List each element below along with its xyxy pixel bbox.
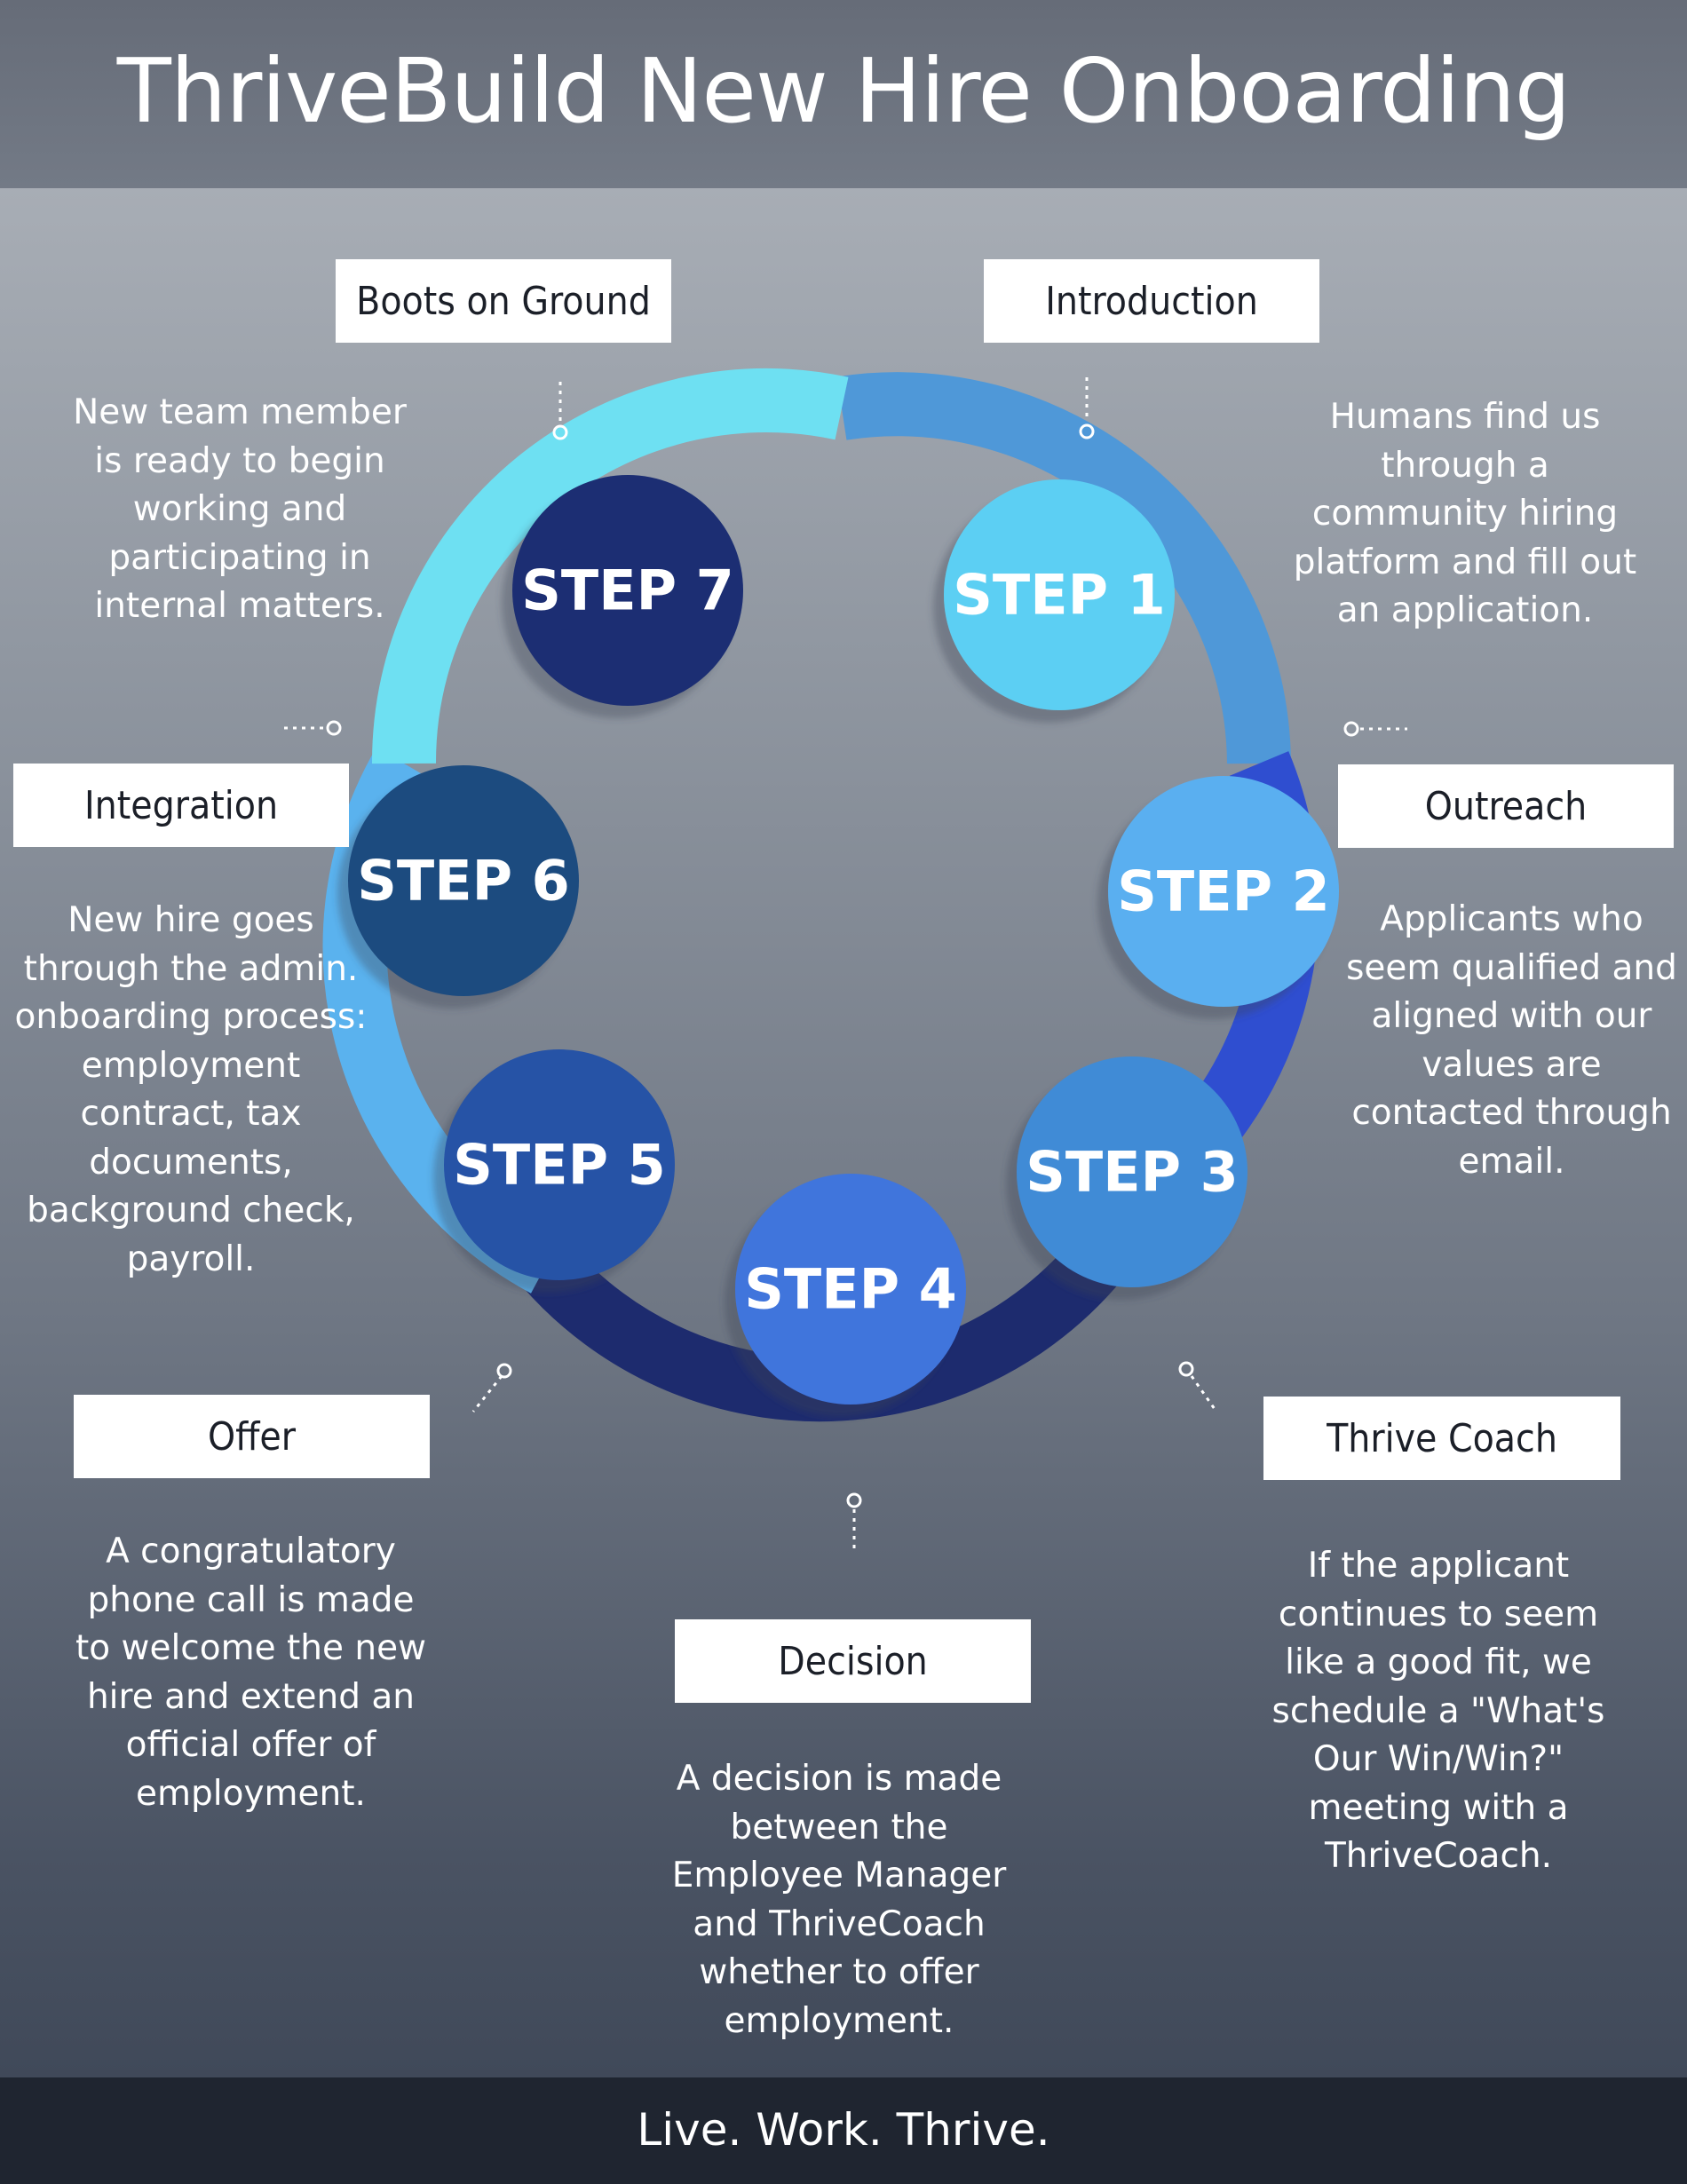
step-5-circle-label: STEP 5 [453, 1133, 665, 1198]
step-7-circle-label: STEP 7 [521, 558, 733, 623]
connector-dot [326, 720, 342, 736]
connector-dot [846, 1492, 862, 1508]
step-2-title: Outreach [1338, 764, 1674, 848]
step-7-title: Boots on Ground [336, 259, 671, 343]
step-2-circle-label: STEP 2 [1117, 859, 1329, 924]
footer-tagline: Live. Work. Thrive. [637, 2104, 1050, 2156]
step-4-title: Decision [675, 1619, 1031, 1703]
ring-segment-5 [371, 368, 849, 764]
step-1-circle-label: STEP 1 [953, 563, 1165, 628]
step-2-description: Applicants who seem qualified and aligne… [1346, 899, 1677, 1182]
connector-dot [1079, 423, 1095, 439]
step-1-description: Humans find us through a community hirin… [1293, 397, 1637, 630]
step-6-circle [348, 765, 579, 996]
step-3-circle [1017, 1056, 1247, 1287]
step-4-circle [735, 1174, 966, 1405]
step-4-circle-label: STEP 4 [744, 1257, 956, 1322]
header-bar [0, 0, 1687, 188]
ring-segment-1 [836, 372, 1291, 764]
connector-dot [1343, 721, 1359, 737]
step-7-description: New team member is ready to begin workin… [73, 392, 407, 626]
step-5-circle [444, 1049, 675, 1280]
step-1-title: Introduction [984, 259, 1319, 343]
step-2-circle [1108, 776, 1339, 1007]
footer-bar [0, 2077, 1687, 2184]
step-4-node: STEP 4 [735, 1174, 966, 1405]
step-6-description: New hire goes through the admin. onboard… [14, 900, 368, 1279]
step-2-node: STEP 2 [1108, 776, 1339, 1007]
page-title: ThriveBuild New Hire Onboarding [116, 39, 1571, 143]
step-3-description: If the applicant continues to seem like … [1271, 1546, 1605, 1876]
onboarding-cycle-diagram: STEP 1 STEP 2 STEP 3 STEP 4 STEP 5 STEP 6 STEP… [322, 368, 1359, 1508]
step-5-node: STEP 5 [444, 1049, 675, 1280]
connector-line [1190, 1375, 1218, 1412]
step-3-node: STEP 3 [1017, 1056, 1247, 1287]
step-5-description: A congratulatory phone call is made to w… [75, 1531, 426, 1814]
step-4-description: A decision is made between the Employee … [671, 1759, 1007, 2041]
connector-line [471, 1375, 503, 1412]
step-1-node: STEP 1 [944, 479, 1175, 710]
step-5-title: Offer [74, 1395, 430, 1478]
connector-dot [552, 424, 568, 440]
step-1-circle [944, 479, 1175, 710]
step-3-circle-label: STEP 3 [1026, 1140, 1238, 1205]
connector-dot [1178, 1361, 1194, 1377]
step-6-title: Integration [13, 764, 349, 847]
step-7-node: STEP 7 [512, 475, 743, 706]
step-6-node: STEP 6 [348, 765, 579, 996]
step-6-circle-label: STEP 6 [357, 849, 569, 914]
step-3-title: Thrive Coach [1263, 1397, 1620, 1480]
step-7-circle [512, 475, 743, 706]
connector-dot [496, 1363, 512, 1379]
